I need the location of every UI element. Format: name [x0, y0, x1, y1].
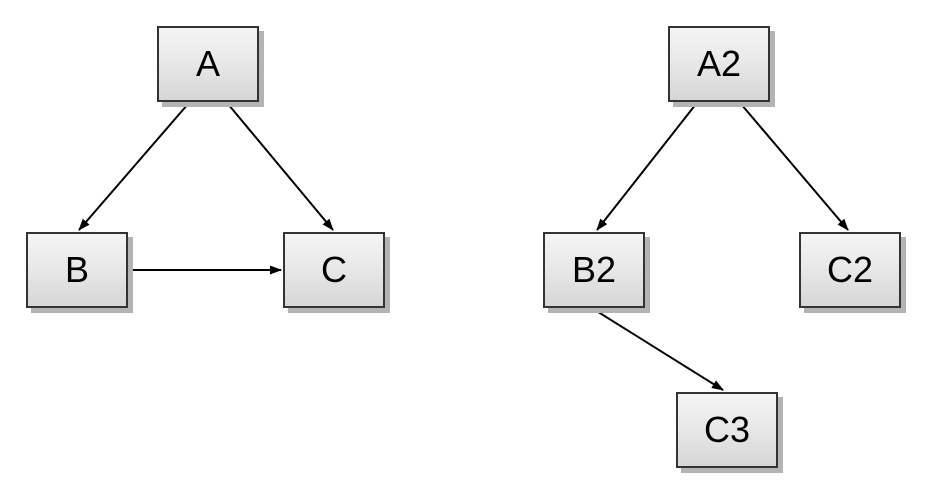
node-C-label: C: [321, 249, 347, 290]
node-B-label: B: [64, 249, 89, 290]
edge-B2-to-C3[interactable]: [594, 309, 724, 391]
node-C3-label: C3: [703, 409, 751, 450]
node-C2[interactable]: C2: [799, 232, 901, 308]
node-C3[interactable]: C3: [676, 392, 778, 468]
edge-A2-to-C2[interactable]: [740, 103, 849, 231]
node-B2[interactable]: B2: [543, 232, 645, 308]
node-C[interactable]: C: [283, 232, 385, 308]
node-A[interactable]: A: [157, 26, 259, 102]
edge-A-to-C[interactable]: [227, 103, 334, 231]
node-B2-label: B2: [571, 249, 617, 290]
node-A2[interactable]: A2: [668, 26, 770, 102]
node-B[interactable]: B: [26, 232, 128, 308]
edge-A2-to-B2[interactable]: [596, 103, 697, 231]
node-A-label: A: [195, 43, 220, 84]
node-C2-label: C2: [826, 249, 874, 290]
node-A2-label: A2: [696, 43, 742, 84]
edge-A-to-B[interactable]: [78, 103, 189, 231]
